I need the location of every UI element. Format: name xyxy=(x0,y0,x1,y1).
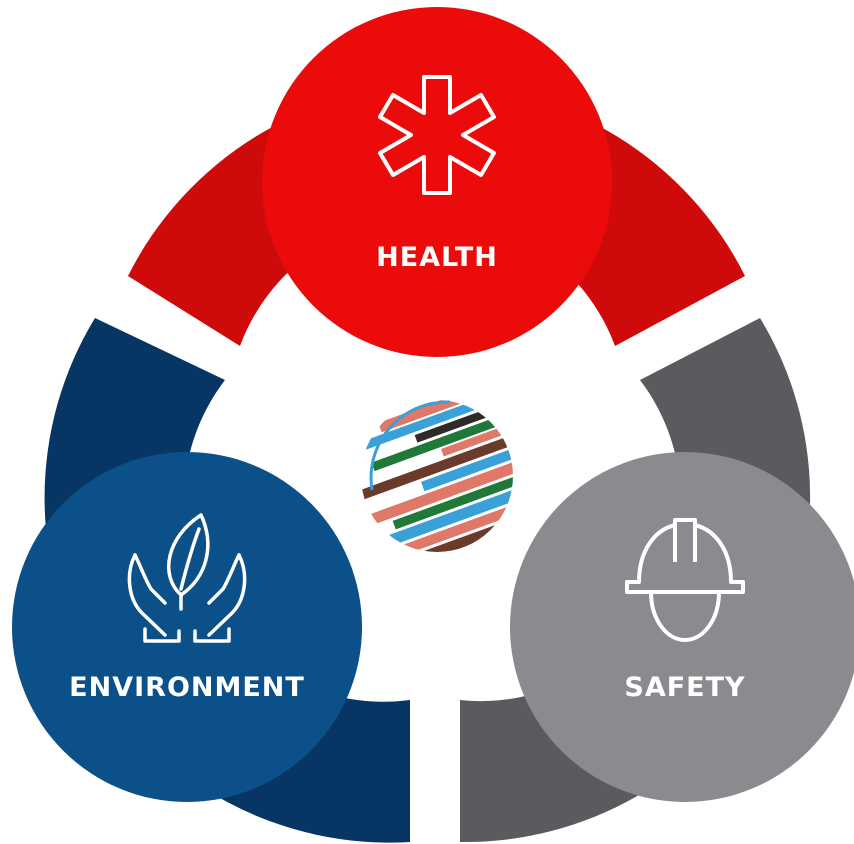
hands-leaf-icon xyxy=(127,513,247,643)
safety-label: SAFETY xyxy=(624,672,746,703)
health-label: HEALTH xyxy=(376,242,498,273)
star-of-life-icon xyxy=(378,75,496,195)
safety-circle xyxy=(510,452,854,802)
hard-hat-icon xyxy=(625,518,745,642)
health-circle xyxy=(262,7,612,357)
environment-circle xyxy=(12,452,362,802)
striped-globe-logo xyxy=(361,400,513,552)
environment-label: ENVIRONMENT xyxy=(69,672,305,703)
